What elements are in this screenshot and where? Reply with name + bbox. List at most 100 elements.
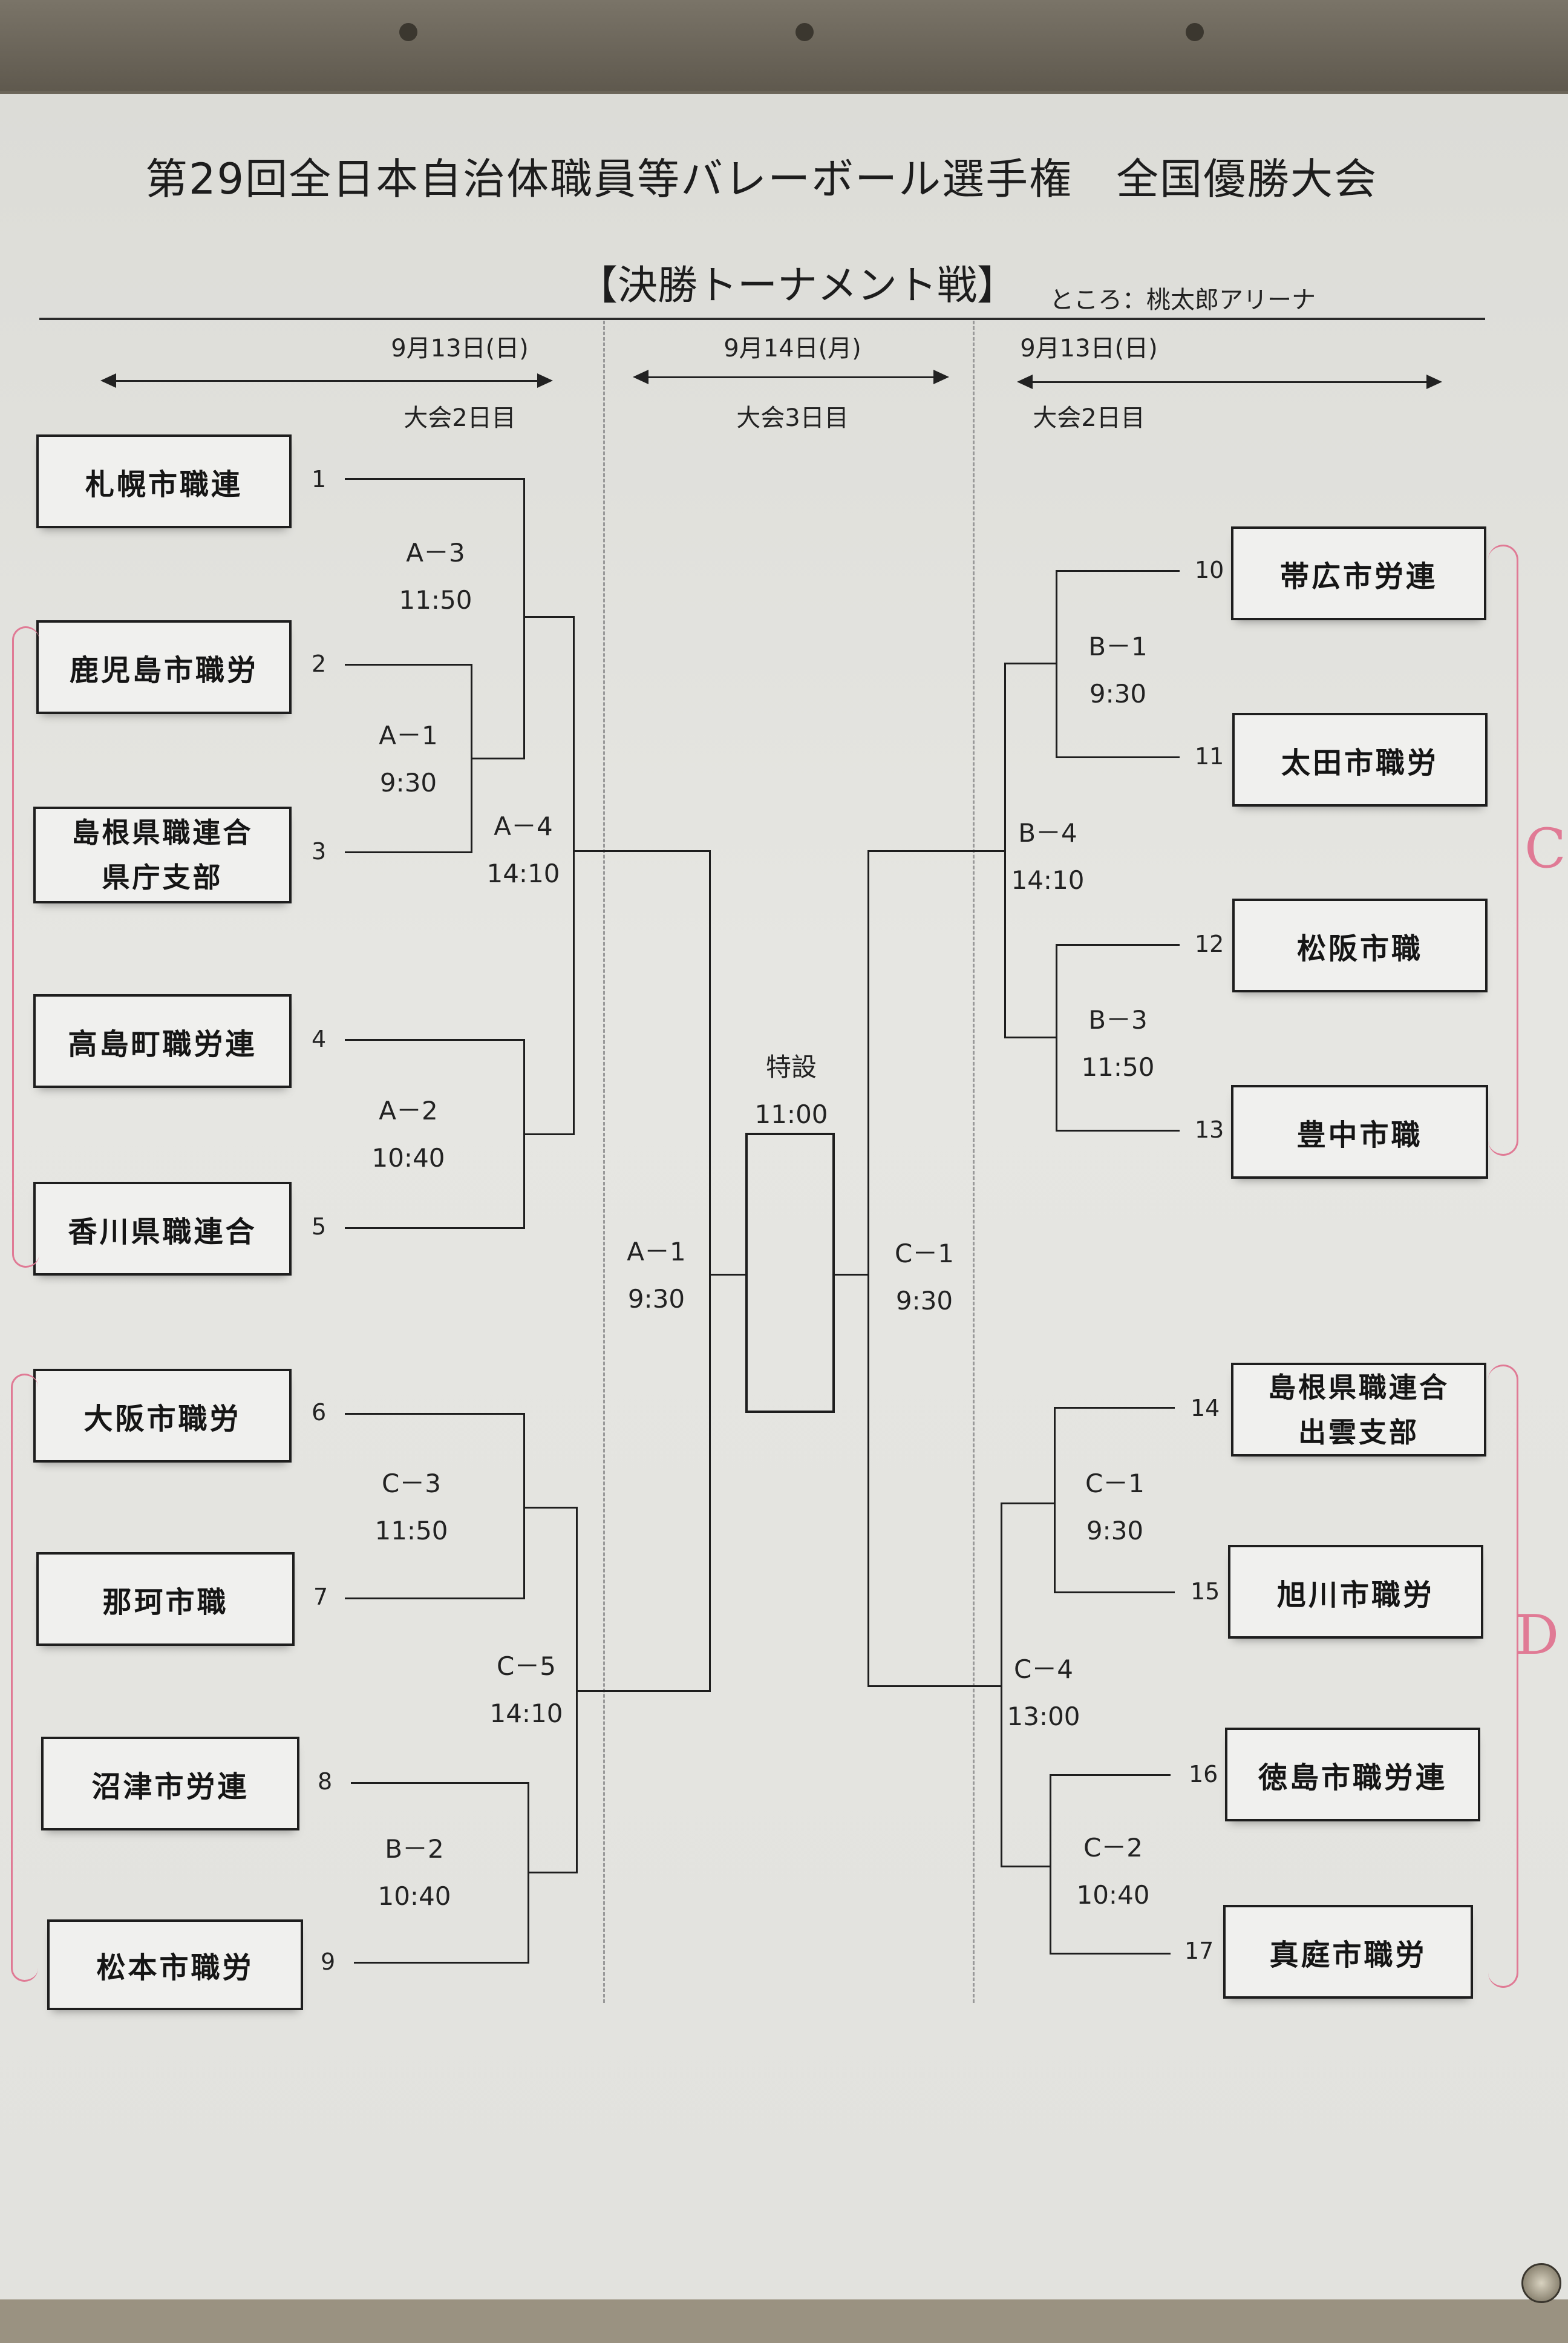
bracket-line bbox=[351, 1782, 529, 1784]
bracket-line bbox=[523, 1507, 578, 1509]
day-right-date: 9月13日(日) bbox=[1020, 335, 1158, 362]
seed-number: 9 bbox=[321, 1948, 336, 1975]
team-card: 帯広市労連 bbox=[1231, 526, 1486, 620]
team-card: 香川県職連合 bbox=[33, 1182, 292, 1276]
day-left-label: 大会2日目 bbox=[403, 404, 516, 432]
team-card: 旭川市職労 bbox=[1228, 1545, 1483, 1639]
bracket-line bbox=[1054, 1407, 1056, 1593]
bracket-line bbox=[523, 478, 525, 759]
seed-number: 13 bbox=[1195, 1116, 1224, 1143]
bracket-line bbox=[345, 1227, 525, 1229]
bracket-line bbox=[1056, 1130, 1180, 1132]
bracket-line bbox=[867, 850, 869, 1687]
wall-screw bbox=[795, 23, 814, 41]
team-card: 島根県職連合出雲支部 bbox=[1231, 1363, 1486, 1457]
bracket-line bbox=[345, 1413, 525, 1415]
bracket-line bbox=[345, 664, 472, 666]
bracket-line bbox=[576, 1690, 711, 1692]
bracket-line bbox=[869, 850, 1006, 852]
seed-number: 8 bbox=[318, 1768, 333, 1795]
seed-number: 17 bbox=[1184, 1938, 1214, 1964]
team-card: 徳島市職労連 bbox=[1225, 1728, 1480, 1821]
marker-bracket bbox=[11, 1374, 38, 1982]
seed-number: 3 bbox=[312, 838, 327, 865]
bracket-line bbox=[1002, 1502, 1056, 1504]
marker-bracket bbox=[12, 626, 39, 1268]
wall-screw bbox=[399, 23, 417, 41]
handwritten-letter: D bbox=[1515, 1604, 1560, 1667]
thumbtack-icon bbox=[1521, 2263, 1561, 2303]
bracket-line bbox=[1006, 1037, 1057, 1038]
bracket-line bbox=[835, 1274, 869, 1276]
bracket-line bbox=[709, 850, 711, 1692]
team-card: 那珂市職 bbox=[36, 1552, 295, 1646]
column-divider bbox=[603, 321, 605, 2003]
bracket-line bbox=[1050, 1953, 1171, 1955]
team-card: 沼津市労連 bbox=[41, 1737, 299, 1830]
seed-number: 12 bbox=[1195, 931, 1224, 957]
bracket-line bbox=[1002, 1866, 1051, 1867]
bracket-line bbox=[1001, 1502, 1002, 1867]
bracket-line bbox=[1054, 1591, 1175, 1593]
day-left-arrow bbox=[100, 373, 553, 388]
header-rule bbox=[39, 318, 1485, 320]
day-center-arrow bbox=[633, 370, 949, 384]
bracket-line bbox=[354, 1962, 529, 1964]
seed-number: 14 bbox=[1191, 1395, 1220, 1421]
bracket-line bbox=[1050, 1774, 1051, 1955]
bracket-line bbox=[1056, 944, 1180, 946]
poster-title: 第29回全日本自治体職員等バレーボール選手権 全国優勝大会 bbox=[145, 154, 1378, 204]
team-card: 高島町職労連 bbox=[33, 994, 292, 1088]
seed-number: 4 bbox=[312, 1026, 327, 1052]
bracket-line bbox=[1050, 1774, 1171, 1776]
day-center-label: 大会3日目 bbox=[736, 404, 849, 432]
seed-number: 1 bbox=[312, 466, 327, 493]
team-card: 札幌市職連 bbox=[36, 434, 292, 528]
wall-screw bbox=[1186, 23, 1204, 41]
team-card: 大阪市職労 bbox=[33, 1369, 292, 1463]
team-card: 松阪市職 bbox=[1232, 899, 1488, 992]
bracket-line bbox=[523, 1133, 575, 1135]
seed-number: 2 bbox=[312, 650, 327, 677]
bracket-line bbox=[573, 850, 711, 852]
seed-number: 6 bbox=[312, 1399, 327, 1426]
seed-number: 10 bbox=[1195, 557, 1224, 583]
seed-number: 16 bbox=[1189, 1761, 1218, 1788]
day-center-date: 9月14日(月) bbox=[724, 335, 861, 362]
bracket-line bbox=[345, 851, 472, 853]
bracket-line bbox=[573, 616, 575, 1135]
bracket-line bbox=[1006, 663, 1057, 664]
venue-label: ところ：桃太郎アリーナ bbox=[1050, 286, 1316, 314]
team-card: 豊中市職 bbox=[1231, 1085, 1488, 1179]
bracket-line bbox=[528, 1872, 578, 1873]
team-card: 島根県職連合県庁支部 bbox=[33, 807, 292, 903]
bracket-line bbox=[345, 1598, 525, 1599]
bracket-line bbox=[709, 1274, 746, 1276]
team-card: 鹿児島市職労 bbox=[36, 620, 292, 714]
seed-number: 15 bbox=[1191, 1578, 1220, 1605]
bracket-line bbox=[1056, 756, 1180, 758]
wall-background bbox=[0, 0, 1568, 91]
bracket-line bbox=[345, 1039, 525, 1041]
day-right-arrow bbox=[1017, 375, 1442, 389]
marker-bracket bbox=[1488, 1365, 1518, 1988]
team-card: 太田市職労 bbox=[1232, 713, 1488, 807]
final-match-box bbox=[745, 1133, 835, 1413]
wall-bottom bbox=[0, 2299, 1568, 2343]
marker-bracket bbox=[1488, 545, 1518, 1156]
seed-number: 7 bbox=[313, 1584, 328, 1610]
day-left-date: 9月13日(日) bbox=[391, 335, 529, 362]
